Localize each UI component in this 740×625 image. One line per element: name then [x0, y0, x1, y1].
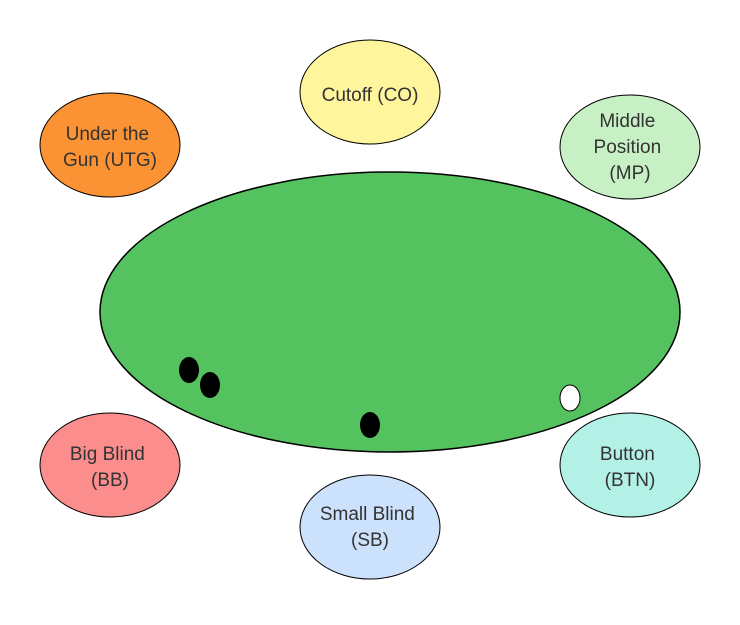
position-sb: Small Blind (SB): [299, 474, 441, 580]
position-mp-label: Middle Position (MP): [594, 111, 667, 184]
position-utg-circle: [39, 92, 181, 198]
small-blind-chip: [360, 412, 380, 438]
poker-table: [99, 171, 681, 453]
position-btn-label: Button (BTN): [600, 444, 660, 491]
position-mp: Middle Position (MP): [559, 94, 701, 200]
position-co: Cutoff (CO): [299, 39, 441, 145]
big-blind-chip: [179, 357, 199, 383]
big-blind-chip: [200, 372, 220, 398]
position-sb-label: Small Blind (SB): [320, 504, 420, 551]
position-btn-circle: [559, 412, 701, 518]
position-bb-circle: [39, 412, 181, 518]
position-co-circle: [299, 39, 441, 145]
position-sb-circle: [299, 474, 441, 580]
position-btn: Button (BTN): [559, 412, 701, 518]
position-utg-label: Under the Gun (UTG): [63, 124, 157, 171]
position-bb: Big Blind (BB): [39, 412, 181, 518]
dealer-button: [559, 384, 581, 412]
position-utg: Under the Gun (UTG): [39, 92, 181, 198]
position-mp-circle: [559, 94, 701, 200]
position-co-label: Cutoff (CO): [322, 85, 419, 106]
position-bb-label: Big Blind (BB): [70, 444, 150, 491]
